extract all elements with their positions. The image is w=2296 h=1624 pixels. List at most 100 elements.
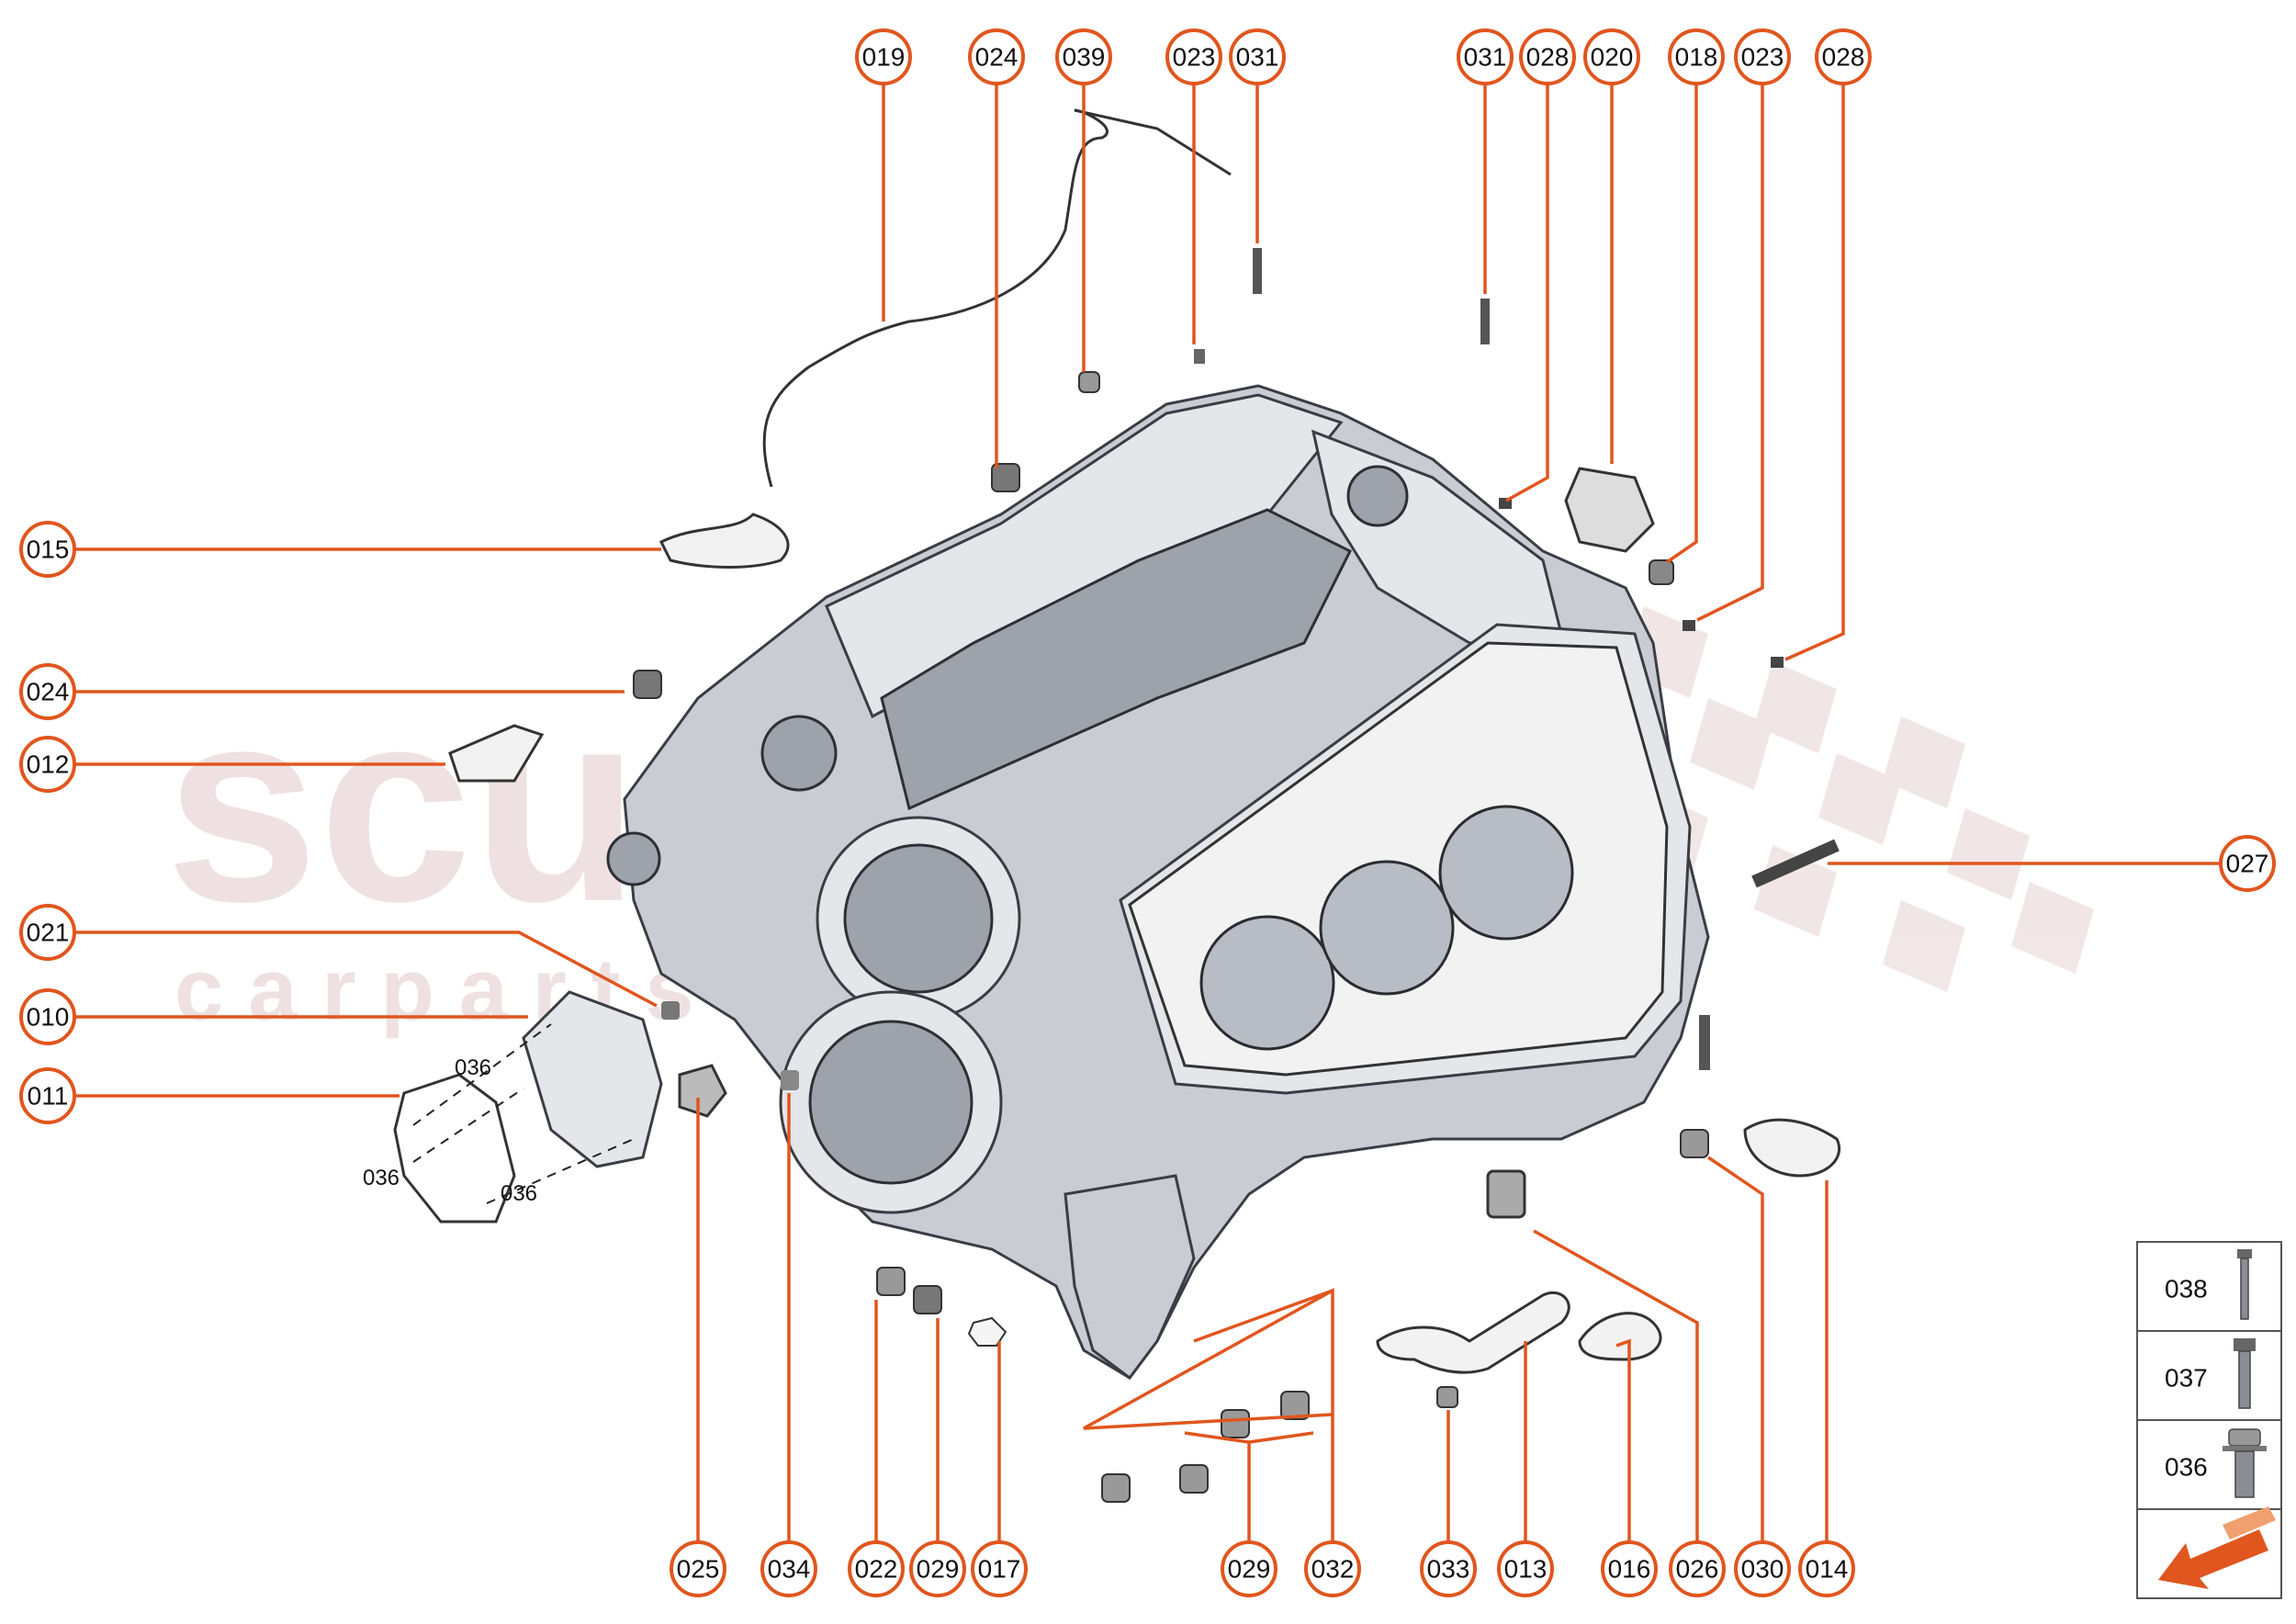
leader-lines (73, 78, 2221, 1549)
gasket-011 (393, 1073, 516, 1224)
plug-024-top (991, 463, 1020, 492)
legend-code-038: 038 (2165, 1275, 2208, 1303)
svg-text:020: 020 (1591, 43, 1634, 72)
stud-031-b (1480, 299, 1490, 344)
callout-015[interactable]: 015 (19, 521, 76, 578)
legend-code-037: 037 (2165, 1364, 2208, 1393)
bolt-right (1699, 1015, 1710, 1070)
callout-016[interactable]: 016 (1601, 1540, 1658, 1597)
stud-027 (1751, 839, 1840, 888)
callouts-top: 019 024 039 023 031 031 028 020 018 023 … (855, 28, 1872, 85)
oil-pipe-019 (762, 108, 1232, 488)
flange-bolt-icon (2223, 1428, 2267, 1498)
gasket-013 (1376, 1291, 1570, 1374)
cylinder-bore-3 (1438, 805, 1574, 941)
callouts-right: 027 (2219, 835, 2276, 892)
callout-034[interactable]: 034 (760, 1540, 817, 1597)
svg-text:021: 021 (27, 919, 70, 947)
callout-019[interactable]: 019 (855, 28, 912, 85)
callout-017[interactable]: 017 (971, 1540, 1028, 1597)
pin-023-a (1194, 349, 1205, 364)
legend-code-036: 036 (2165, 1453, 2208, 1482)
label-036-c: 036 (501, 1181, 537, 1206)
gasket-014 (1743, 1118, 1840, 1178)
loose-parts (393, 108, 1840, 1503)
plug-022 (876, 1267, 906, 1296)
plug-029 (913, 1285, 942, 1314)
gasket-012 (448, 724, 545, 783)
plug-033 (1436, 1386, 1458, 1408)
svg-text:017: 017 (978, 1555, 1021, 1584)
callout-029-b[interactable]: 029 (1221, 1540, 1277, 1597)
svg-text:029: 029 (1228, 1555, 1271, 1584)
svg-text:027: 027 (2226, 850, 2269, 878)
legend-row-038 (2136, 1241, 2282, 1332)
svg-text:022: 022 (855, 1555, 898, 1584)
callout-010[interactable]: 010 (19, 988, 76, 1045)
callout-030[interactable]: 030 (1734, 1540, 1791, 1597)
plug-026 (1486, 1169, 1526, 1219)
callouts-left: 015 024 012 021 010 011 (19, 521, 76, 1124)
svg-text:011: 011 (28, 1082, 69, 1111)
svg-text:014: 014 (1806, 1555, 1849, 1584)
svg-text:039: 039 (1063, 43, 1106, 72)
callout-031-a[interactable]: 031 (1229, 28, 1286, 85)
svg-text:028: 028 (1822, 43, 1865, 72)
label-036-b: 036 (363, 1166, 400, 1190)
svg-text:034: 034 (768, 1555, 811, 1584)
svg-text:026: 026 (1676, 1555, 1719, 1584)
svg-text:016: 016 (1608, 1555, 1651, 1584)
seal-020 (1564, 467, 1655, 553)
callout-028-b[interactable]: 028 (1815, 28, 1872, 85)
legend-row-037 (2136, 1330, 2282, 1421)
callout-024-top[interactable]: 024 (968, 28, 1025, 85)
callout-024-left[interactable]: 024 (19, 663, 76, 720)
pin-023-b (1683, 620, 1695, 631)
svg-text:023: 023 (1741, 43, 1784, 72)
callout-025[interactable]: 025 (670, 1540, 726, 1597)
svg-text:019: 019 (862, 43, 906, 72)
dashed-leaders (412, 1023, 635, 1204)
svg-text:010: 010 (27, 1003, 70, 1032)
callout-020[interactable]: 020 (1583, 28, 1640, 85)
callout-029-a[interactable]: 029 (909, 1540, 966, 1597)
callout-039[interactable]: 039 (1055, 28, 1112, 85)
callout-026[interactable]: 026 (1669, 1540, 1726, 1597)
long-bolt-icon (2237, 1249, 2252, 1320)
gasket-016 (1578, 1312, 1662, 1361)
svg-text:025: 025 (677, 1555, 720, 1584)
svg-text:030: 030 (1741, 1555, 1784, 1584)
svg-text:012: 012 (27, 750, 70, 779)
bolt-legend: 038 037 036 (2136, 1241, 2282, 1599)
callout-023-top-a[interactable]: 023 (1165, 28, 1222, 85)
cylinder-bore-2 (1319, 860, 1455, 996)
svg-text:023: 023 (1173, 43, 1216, 72)
svg-text:031: 031 (1236, 43, 1279, 72)
sleeve-018 (1649, 559, 1674, 585)
callout-021[interactable]: 021 (19, 904, 76, 961)
callout-014[interactable]: 014 (1798, 1540, 1855, 1597)
cylinder-bore-1 (1199, 915, 1335, 1051)
gasket-015 (658, 513, 790, 569)
callout-023-top-b[interactable]: 023 (1734, 28, 1791, 85)
plug-024-left (633, 670, 662, 699)
callout-028-a[interactable]: 028 (1519, 28, 1576, 85)
plug-034 (781, 1070, 799, 1090)
callout-011[interactable]: 011 (19, 1067, 76, 1124)
washer-017 (967, 1316, 1007, 1347)
svg-text:033: 033 (1427, 1555, 1470, 1584)
callout-012[interactable]: 012 (19, 736, 76, 793)
callout-032[interactable]: 032 (1304, 1540, 1361, 1597)
svg-text:029: 029 (917, 1555, 960, 1584)
svg-text:018: 018 (1675, 43, 1718, 72)
callout-013[interactable]: 013 (1497, 1540, 1554, 1597)
callout-018[interactable]: 018 (1668, 28, 1725, 85)
callout-033[interactable]: 033 (1420, 1540, 1477, 1597)
label-036-a: 036 (455, 1055, 491, 1080)
callout-027[interactable]: 027 (2219, 835, 2276, 892)
callout-031-b[interactable]: 031 (1457, 28, 1514, 85)
pump-010 (522, 990, 663, 1168)
callout-022[interactable]: 022 (848, 1540, 905, 1597)
svg-text:013: 013 (1504, 1555, 1548, 1584)
